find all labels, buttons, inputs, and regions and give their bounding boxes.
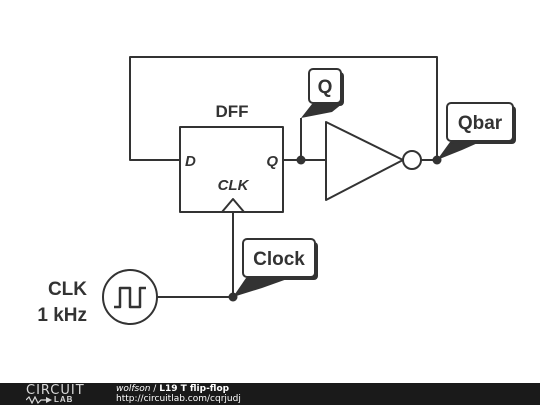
junction-dot-q [296,155,306,165]
clock-label-box [242,238,316,278]
source-frequency: 1 kHz [37,305,87,326]
dff-title: DFF [215,102,248,121]
feedback-wire [129,56,438,161]
credit-separator: / [150,384,160,394]
qbar-label-pointer [437,142,480,160]
dff-pin-d: D [185,153,196,170]
circuitlab-logo-text: CIRCUIT [26,383,85,398]
q-label-box [308,68,342,104]
circuitlab-logo-wave-icon [26,396,52,404]
qbar-label-box [446,102,514,142]
circuit-title: L19 T flip-flop [159,384,230,394]
dff-pin-clk: CLK [218,177,250,194]
clock-triangle-icon [221,198,245,213]
circuit-url[interactable]: http://circuitlab.com/cqrjudj [116,394,241,404]
credit-line: wolfson / L19 T flip-flop [116,384,229,394]
source-name: CLK [48,279,87,300]
qbar-label-text: Qbar [458,113,503,134]
clock-label-pointer [233,278,290,297]
square-wave-icon [114,286,146,309]
q-label-pointer [301,104,342,118]
inverter-triangle-icon [325,121,404,201]
inverter-bubble-icon [402,150,422,170]
dff-pin-q: Q [266,153,278,170]
footer-bar: CIRCUIT LAB wolfson / L19 T flip-flop ht… [0,383,540,405]
clock-label-text: Clock [253,249,305,270]
circuit-schematic: DFF D Q CLK Q Qbar Clock CLK 1 kHz [37,56,516,326]
q-label-text: Q [318,77,333,98]
dff-block [179,126,284,213]
clock-wire [157,212,234,298]
author-name[interactable]: wolfson [116,384,151,394]
circuitlab-logo-lab: LAB [54,395,74,404]
